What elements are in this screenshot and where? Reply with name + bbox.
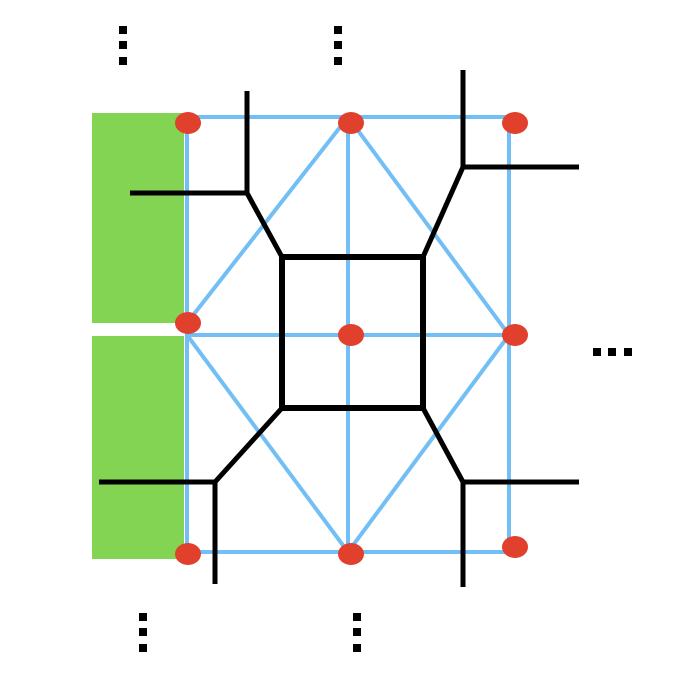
continuation-dots <box>119 26 632 652</box>
lattice-diagonal <box>185 333 350 554</box>
node <box>175 112 201 134</box>
lattice-diagonal <box>346 333 511 554</box>
central-plaquette <box>279 254 426 411</box>
node <box>338 543 364 565</box>
lattice-diagonal <box>346 115 511 337</box>
vertical-ellipsis-icon <box>353 613 361 652</box>
node <box>502 324 528 346</box>
vertical-ellipsis-icon <box>139 613 147 652</box>
dual-edge <box>244 191 285 259</box>
dual-edge <box>420 165 466 259</box>
vertical-ellipsis-icon <box>334 26 342 65</box>
node <box>175 312 201 334</box>
black-dual-graph <box>99 70 579 587</box>
lattice-diagonal <box>185 115 350 325</box>
node <box>338 324 364 346</box>
green-region-bottom <box>92 336 184 559</box>
node <box>175 543 201 565</box>
green-region-top <box>92 113 184 323</box>
node <box>502 536 528 558</box>
vertical-ellipsis-icon <box>119 26 127 65</box>
dual-edge <box>420 406 466 484</box>
dual-edge <box>213 406 284 484</box>
node <box>338 112 364 134</box>
red-nodes <box>175 112 528 565</box>
green-regions <box>92 113 184 559</box>
node <box>502 112 528 134</box>
horizontal-ellipsis-icon <box>593 348 632 356</box>
